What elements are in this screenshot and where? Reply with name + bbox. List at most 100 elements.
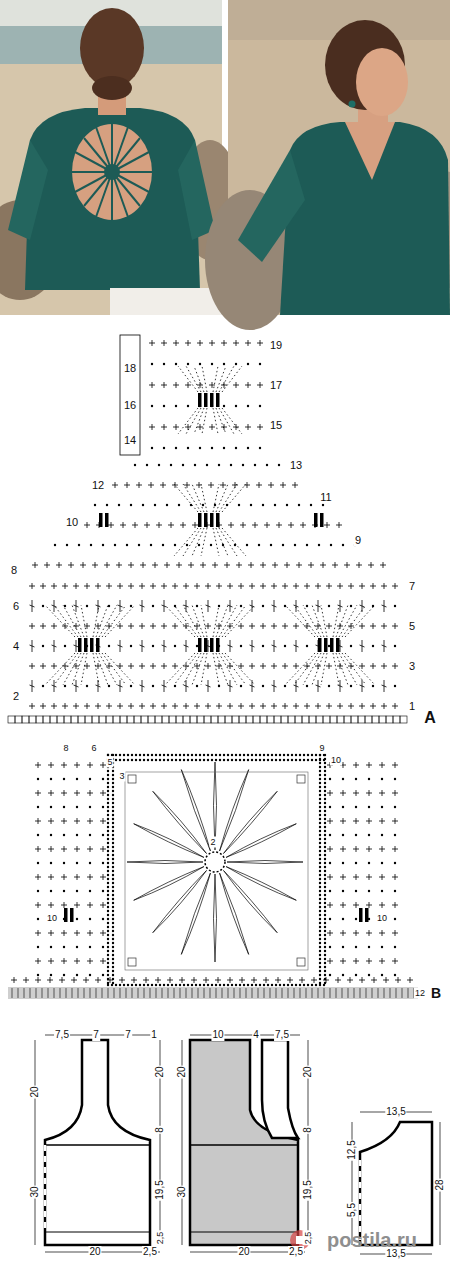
- chain-dot: [267, 984, 269, 986]
- stitch-line: [135, 522, 136, 528]
- chain-dot: [187, 405, 189, 407]
- stitch-line: [279, 522, 280, 528]
- chain-dot: [274, 504, 276, 506]
- chain-dot: [150, 544, 152, 546]
- stitch-line: [164, 623, 165, 629]
- chain-dot: [102, 974, 104, 976]
- chain-dot: [63, 806, 65, 808]
- stitch-line: [153, 623, 154, 629]
- chain-dot: [187, 754, 189, 756]
- chain-dot: [37, 890, 39, 892]
- stitch-line: [395, 818, 396, 824]
- stitch-line: [219, 663, 220, 669]
- stitch-line: [184, 685, 189, 687]
- chain-dot: [319, 862, 321, 864]
- stitch-line: [38, 790, 39, 796]
- stitch-line: [186, 988, 187, 998]
- chain-dot: [191, 984, 193, 986]
- stitch-line: [187, 482, 188, 488]
- stitch-line: [162, 645, 167, 647]
- chain-stitch: [358, 716, 365, 723]
- stitch-line: [142, 583, 143, 589]
- chain-dot: [167, 984, 169, 986]
- stitch-line: [36, 988, 37, 998]
- stitch-line: [294, 645, 299, 647]
- chain-dot: [89, 806, 91, 808]
- chain-dot: [328, 645, 330, 647]
- chain-dot: [372, 685, 374, 687]
- chain-stitch: [393, 716, 400, 723]
- chain-dot: [107, 942, 109, 944]
- stitch-line: [252, 663, 253, 669]
- stitch-line: [200, 424, 201, 430]
- chain-dot: [299, 754, 301, 756]
- stitch-line: [98, 977, 99, 983]
- stitch-line: [204, 988, 205, 998]
- stitch-line: [287, 562, 288, 568]
- chain-dot: [319, 838, 321, 840]
- stitch-line: [59, 562, 60, 568]
- chain-dot: [275, 754, 277, 756]
- stitch-line: [202, 408, 207, 434]
- chain-dot: [368, 834, 370, 836]
- chain-stitch: [400, 716, 407, 723]
- chain-dot: [319, 806, 321, 808]
- stitch-line: [382, 605, 387, 607]
- stitch-line: [38, 930, 39, 936]
- stitch-line: [38, 762, 39, 768]
- stitch-line: [296, 663, 297, 669]
- stitch-line: [162, 685, 167, 687]
- chain-dot: [37, 946, 39, 948]
- chain-dot: [329, 946, 331, 948]
- dimension-label: 2,5: [303, 1231, 314, 1246]
- stitch-line: [395, 958, 396, 964]
- chain-dot: [102, 862, 104, 864]
- stitch-line: [369, 874, 370, 880]
- chain-dot: [42, 685, 44, 687]
- chain-dot: [179, 759, 181, 761]
- chain-dot: [227, 984, 229, 986]
- chain-dot: [139, 754, 141, 756]
- chain-dot: [246, 544, 248, 546]
- chain-dot: [175, 759, 177, 761]
- chain-dot: [112, 782, 114, 784]
- stitch-line: [222, 653, 246, 685]
- stitch-line: [51, 762, 52, 768]
- chain-dot: [266, 464, 268, 466]
- chain-dot: [295, 984, 297, 986]
- chain-dot: [151, 405, 153, 407]
- chain-dot: [94, 504, 96, 506]
- stitch-line: [212, 340, 213, 346]
- chain-dot: [151, 759, 153, 761]
- chain-dot: [147, 754, 149, 756]
- chain-dot: [107, 802, 109, 804]
- chain-dot: [318, 544, 320, 546]
- dimension-label: 28: [434, 1178, 446, 1191]
- center-ring: [205, 852, 225, 872]
- stitch-line: [212, 382, 213, 388]
- stitch-line: [336, 605, 348, 637]
- stitch-line: [52, 605, 57, 607]
- cluster-bar: [64, 908, 68, 922]
- stitch-line: [285, 623, 286, 629]
- stitch-line: [241, 583, 242, 589]
- chain-dot: [107, 878, 109, 880]
- stitch-line: [38, 818, 39, 824]
- chain-dot: [63, 834, 65, 836]
- stitch-line: [64, 762, 65, 768]
- stitch-line: [98, 623, 99, 629]
- stitch-line: [208, 703, 209, 709]
- stitch-line: [42, 988, 43, 998]
- stitch-line: [132, 988, 133, 998]
- stitch-line: [294, 605, 318, 637]
- row-number: 12: [414, 988, 426, 999]
- chain-dot: [102, 946, 104, 948]
- chain-dot: [163, 984, 165, 986]
- chain-dot: [230, 464, 232, 466]
- chain-dot: [107, 782, 109, 784]
- chain-dot: [319, 962, 321, 964]
- stitch-line: [395, 703, 396, 709]
- stitch-line: [340, 623, 341, 629]
- chain-dot: [175, 405, 177, 407]
- stitch-line: [224, 340, 225, 346]
